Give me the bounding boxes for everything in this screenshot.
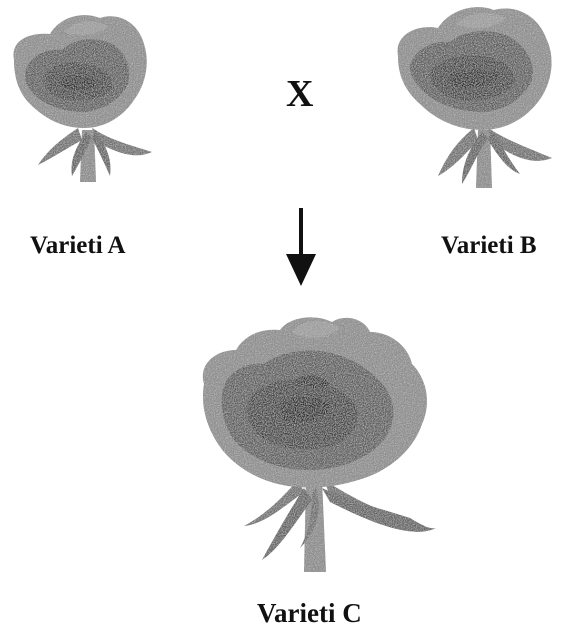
cross-symbol: X — [286, 72, 313, 116]
rose-c-icon — [203, 317, 436, 572]
variety-b-label: Varieti B — [441, 232, 537, 260]
variety-c-label: Varieti C — [257, 598, 362, 629]
variety-a-label: Varieti A — [30, 232, 126, 260]
rose-b-icon — [398, 7, 552, 188]
down-arrow-icon — [286, 208, 316, 286]
rose-a-icon — [13, 15, 152, 182]
